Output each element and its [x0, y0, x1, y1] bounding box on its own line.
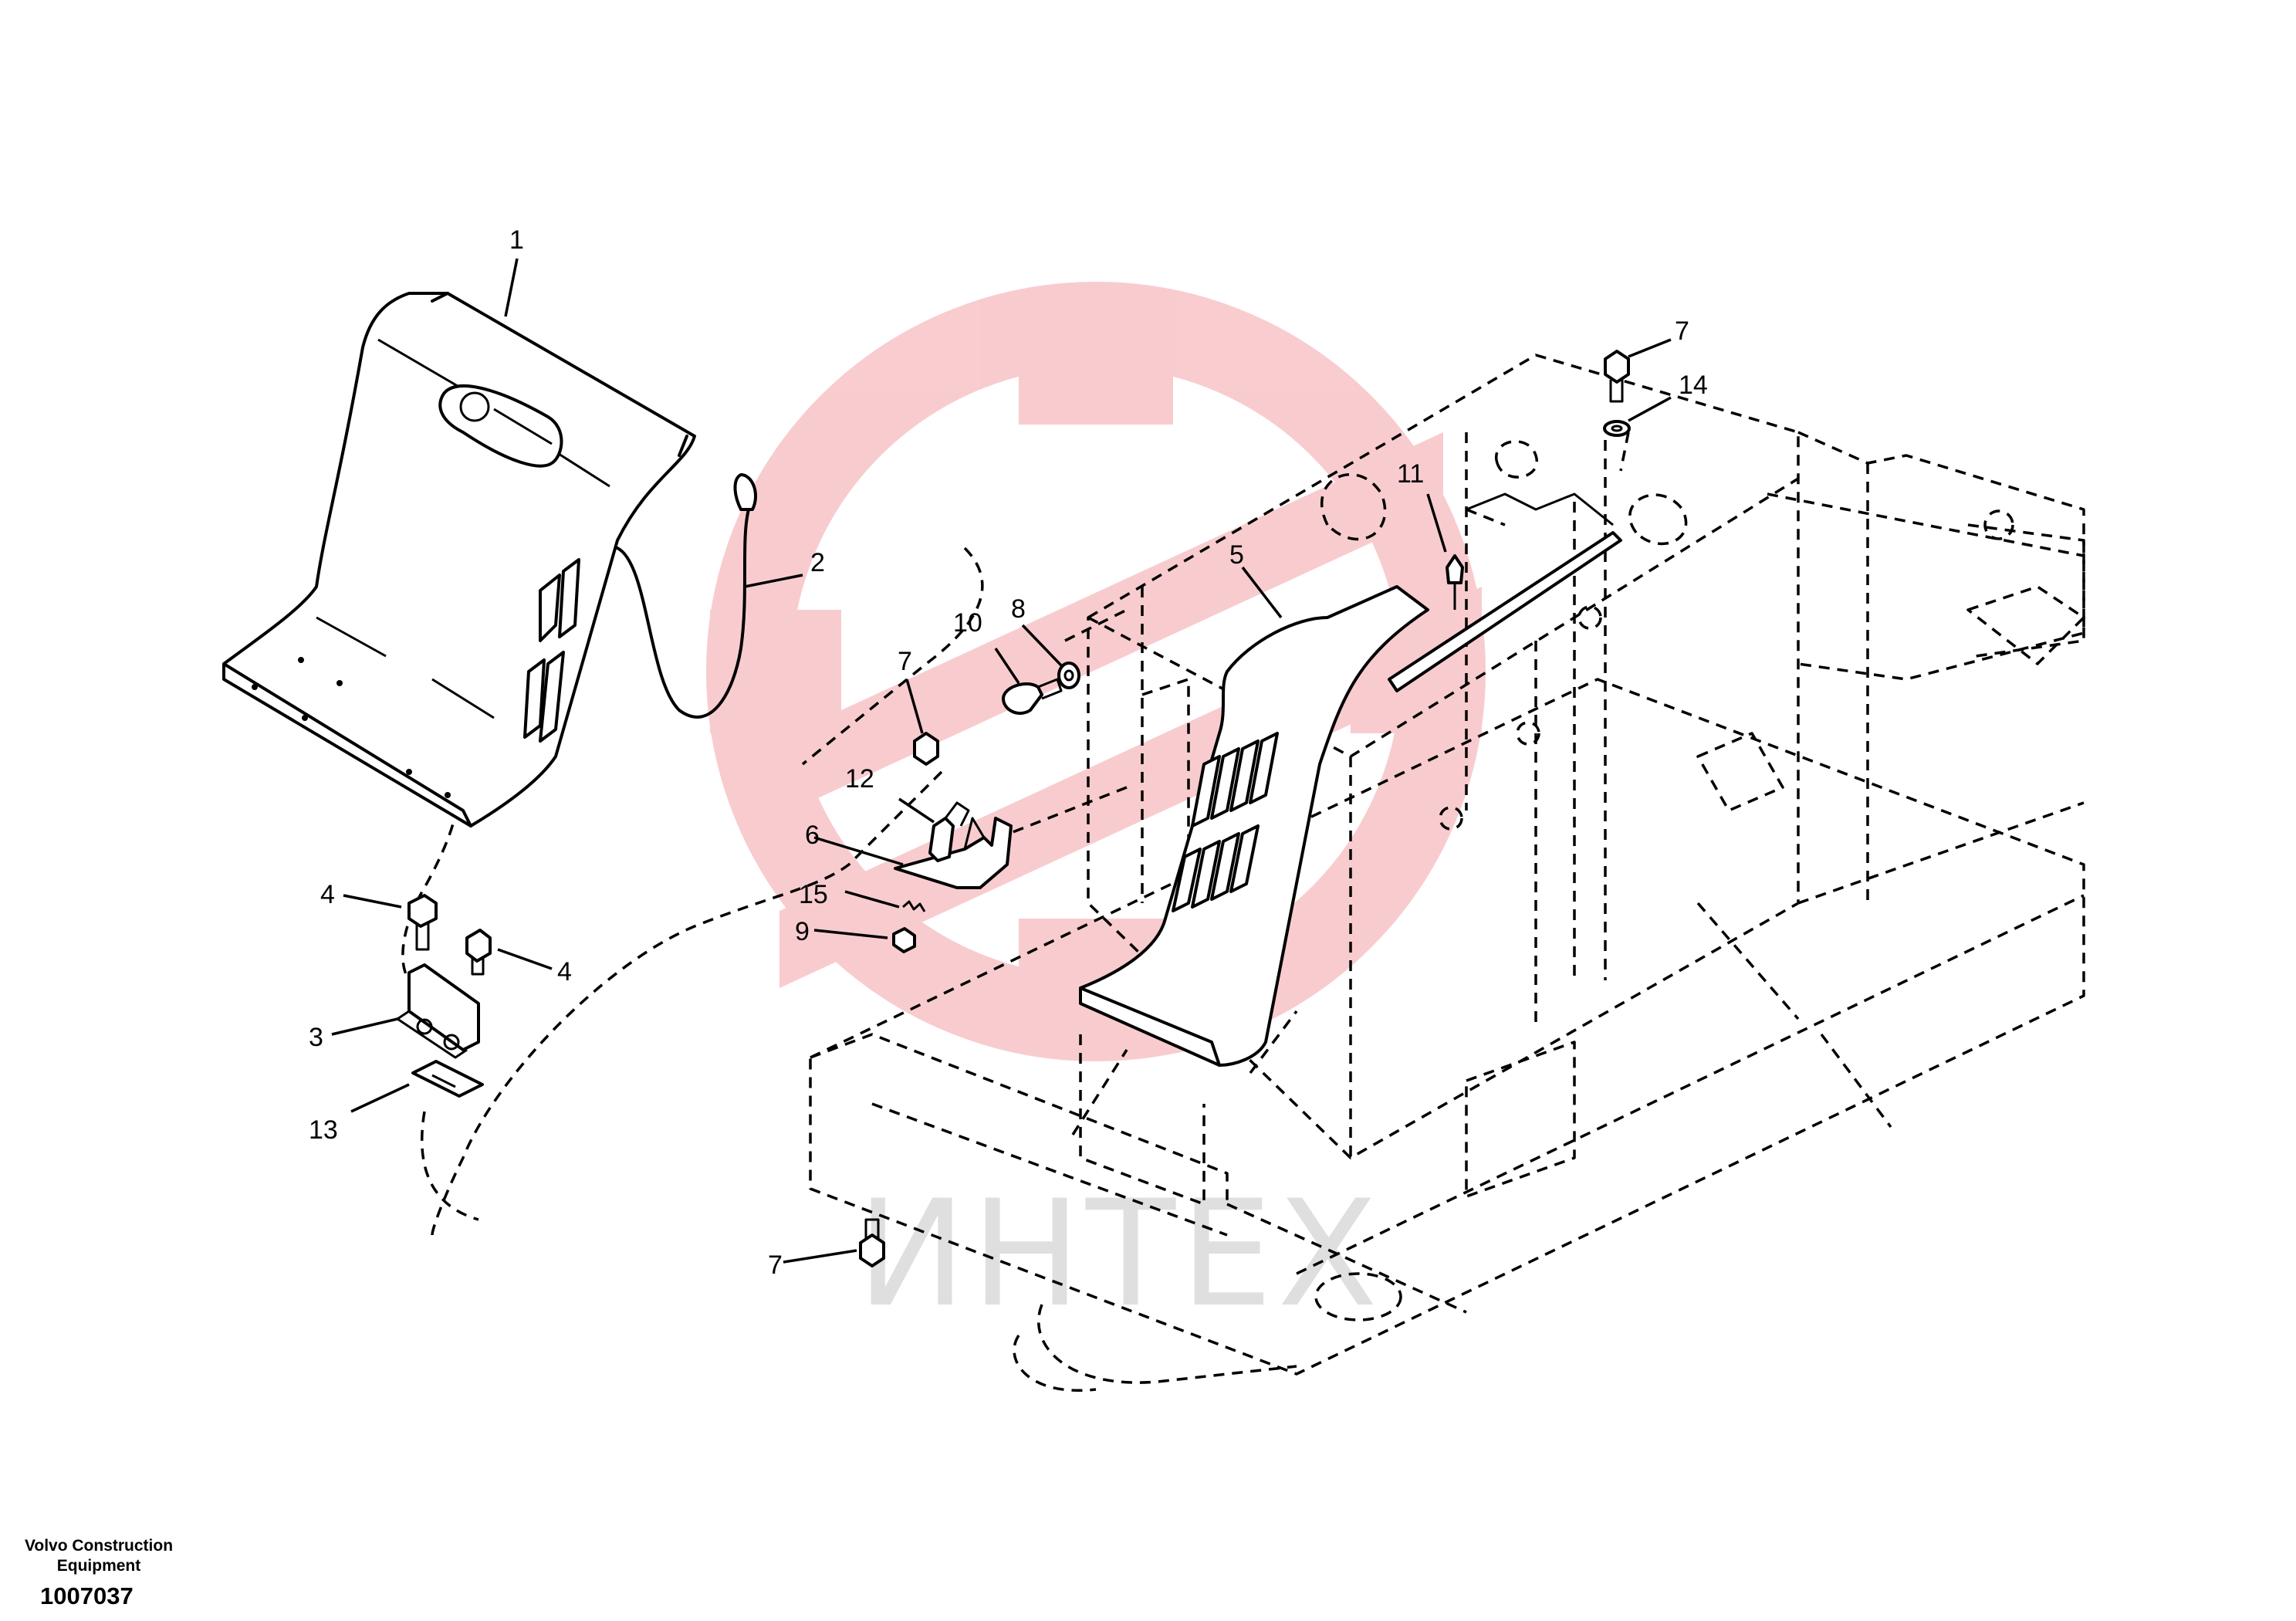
frame-outline [809, 678, 2085, 1393]
callout-1: 1 [509, 225, 524, 255]
part-bolt-12 [928, 801, 970, 862]
part-hinge [396, 963, 480, 1059]
callout-4-lower: 4 [557, 957, 572, 986]
part-shim-plate [411, 1060, 484, 1098]
watermark-text: ИНТЕХ [857, 1169, 1382, 1339]
part-bolts-7 [859, 350, 1630, 1267]
part-bracket [894, 817, 1013, 889]
watermark: ИНТЕХ [706, 282, 1486, 1339]
watermark-gear-icon [706, 282, 1486, 1061]
callout-4-upper: 4 [320, 880, 335, 909]
callout-7-bottom: 7 [768, 1250, 783, 1280]
part-step-plate [1079, 585, 1429, 1067]
callout-numbers: 1 2 3 4 4 5 6 7 7 7 8 9 10 11 12 13 14 1… [309, 225, 1708, 1280]
callout-7-upper: 7 [898, 647, 912, 676]
callout-2: 2 [810, 548, 825, 577]
callout-9: 9 [795, 917, 810, 946]
callout-8: 8 [1011, 594, 1026, 624]
assembly-leaders [401, 431, 1630, 1236]
callout-15: 15 [799, 880, 828, 909]
callout-12: 12 [845, 764, 874, 794]
callout-7-right: 7 [1675, 316, 1689, 346]
callout-10: 10 [953, 608, 982, 638]
part-cable [616, 473, 757, 719]
part-support-bar [1388, 492, 1622, 692]
callout-3: 3 [309, 1023, 323, 1052]
callout-11: 11 [1397, 459, 1424, 489]
engine-block-outline [1087, 354, 2085, 1159]
leader-lines [331, 258, 1672, 1264]
callout-14: 14 [1679, 371, 1708, 400]
document-number: 1007037 [40, 1582, 134, 1609]
callout-13: 13 [309, 1115, 338, 1145]
part-cover-panel [222, 292, 696, 827]
callout-6: 6 [805, 821, 820, 850]
part-bolts-4 [407, 894, 492, 976]
callout-5: 5 [1229, 540, 1244, 570]
brand-name: Volvo Construction Equipment [24, 1537, 174, 1575]
part-small-hardware [892, 420, 1631, 953]
